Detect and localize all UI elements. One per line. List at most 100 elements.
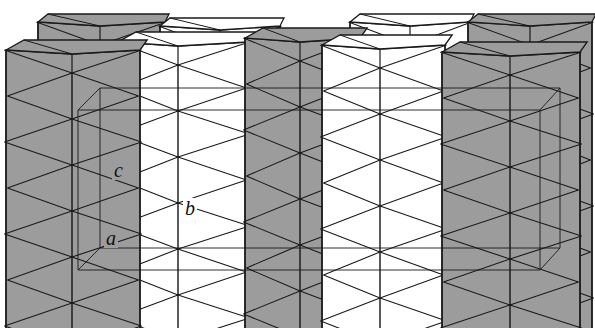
column-body	[6, 50, 140, 328]
octahedron-column	[321, 35, 453, 328]
edge	[247, 176, 301, 199]
edge	[8, 73, 73, 96]
edge	[321, 114, 381, 137]
edge	[441, 213, 511, 236]
edge	[510, 121, 511, 167]
edge	[178, 226, 250, 249]
edge	[444, 282, 511, 305]
unit-cell	[78, 88, 560, 270]
edge	[5, 234, 73, 257]
edge	[441, 52, 443, 328]
edge	[510, 75, 511, 121]
edge	[300, 61, 301, 107]
edge	[300, 291, 301, 328]
edge	[324, 252, 381, 275]
edge	[244, 222, 301, 245]
edge	[72, 303, 142, 326]
edge	[72, 188, 139, 211]
edge	[244, 314, 301, 328]
edge	[72, 257, 73, 303]
axis-label: a	[104, 228, 118, 248]
column-body	[322, 45, 445, 328]
edge	[380, 252, 444, 275]
edge	[510, 190, 579, 213]
edge	[5, 142, 73, 165]
edge	[263, 28, 300, 42]
edge	[441, 52, 511, 75]
edge	[324, 160, 381, 183]
edge	[380, 114, 447, 137]
edge	[178, 249, 179, 295]
edge	[178, 203, 179, 249]
column-top	[322, 35, 452, 49]
edge	[299, 42, 300, 328]
edge	[510, 282, 579, 305]
cell-edge	[78, 88, 100, 110]
edge	[178, 157, 247, 180]
column-top	[350, 14, 474, 26]
column-top	[38, 14, 169, 26]
edge	[321, 321, 381, 328]
edge	[380, 298, 447, 321]
edge	[247, 84, 301, 107]
edge	[72, 303, 73, 328]
edge	[510, 75, 579, 98]
octahedron-column	[441, 42, 588, 328]
edge	[5, 50, 7, 328]
edge	[380, 252, 381, 298]
edge	[510, 52, 582, 75]
edge	[380, 183, 444, 206]
edge	[380, 91, 444, 114]
edge	[178, 295, 179, 328]
edge	[72, 326, 142, 328]
edge	[380, 275, 444, 298]
edge	[510, 305, 511, 328]
edge	[72, 211, 73, 257]
edge	[510, 259, 579, 282]
edge	[510, 305, 582, 328]
edge	[579, 52, 581, 328]
edge	[380, 206, 447, 229]
edge	[72, 165, 73, 211]
edge	[380, 68, 381, 114]
edge	[139, 50, 141, 328]
edge	[5, 326, 73, 328]
edge	[444, 75, 511, 98]
axis-label: c	[112, 160, 125, 180]
edge	[244, 38, 301, 61]
edge	[178, 42, 250, 65]
edge	[510, 167, 579, 190]
edge	[300, 153, 301, 199]
edge	[380, 321, 447, 328]
edge	[8, 96, 73, 119]
edge	[441, 121, 511, 144]
edge	[444, 98, 511, 121]
cell-edge	[540, 248, 560, 270]
cell-edge	[78, 248, 100, 270]
edge	[178, 318, 250, 328]
edge	[510, 167, 511, 213]
edge	[5, 303, 73, 326]
edge	[72, 119, 142, 142]
axis-label: b	[183, 198, 197, 218]
edge	[72, 142, 142, 165]
edge	[380, 137, 447, 160]
edge	[324, 91, 381, 114]
edge	[380, 45, 447, 68]
edge	[24, 40, 72, 54]
edge	[324, 275, 381, 298]
edge	[478, 14, 530, 26]
edge	[178, 249, 247, 272]
edge	[591, 22, 593, 328]
edge	[178, 65, 247, 88]
edge	[321, 229, 381, 252]
edge	[441, 144, 511, 167]
edge	[510, 98, 579, 121]
edge	[510, 213, 511, 259]
edge	[244, 130, 301, 153]
edge	[178, 295, 250, 318]
edge	[321, 45, 323, 328]
cell-back	[100, 88, 560, 248]
edge	[441, 236, 511, 259]
